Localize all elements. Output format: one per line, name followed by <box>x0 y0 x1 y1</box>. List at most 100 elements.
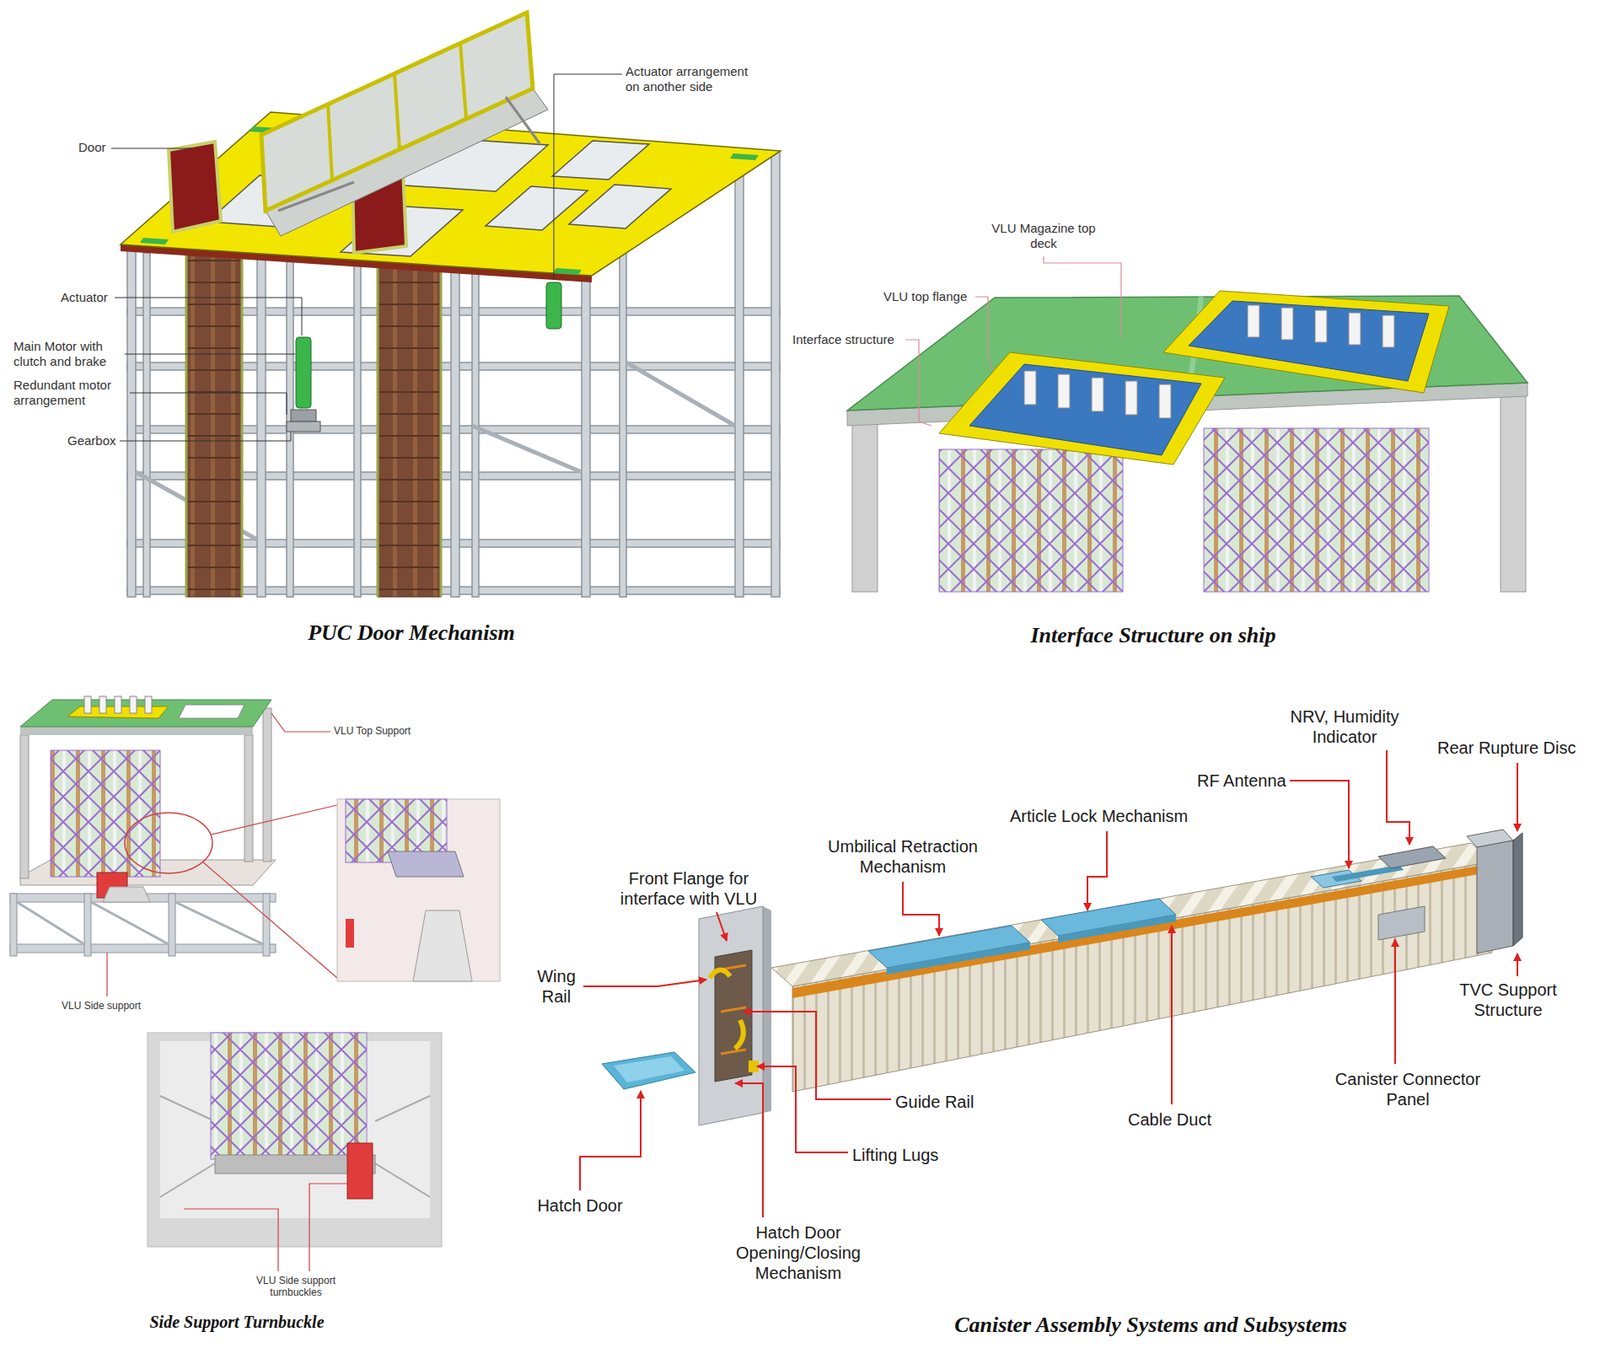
puc-door-mechanism-illustration <box>552 140 650 180</box>
interface-structure-illustration <box>975 296 994 371</box>
puc-door-mechanism-illustration <box>139 237 169 245</box>
puc-door-mechanism-illustration <box>553 74 623 280</box>
interface-structure-illustration <box>1125 381 1138 415</box>
side-support-illustration <box>202 805 338 978</box>
part-label: Door <box>78 139 107 156</box>
canister-assembly-illustration <box>1386 750 1410 845</box>
canister-assembly-illustration <box>716 912 727 941</box>
puc-door-mechanism-illustration <box>127 151 780 597</box>
canister-assembly-illustration <box>1057 914 1176 943</box>
side-support-illustration <box>106 952 108 997</box>
part-label: Main Motor with clutch and brake <box>13 338 122 370</box>
side-support-illustration <box>178 704 245 719</box>
puc-door-mechanism-illustration <box>278 96 540 211</box>
canister-assembly-illustration <box>1476 840 1514 954</box>
puc-door-mechanism-illustration <box>581 278 591 597</box>
side-support-illustration <box>10 893 17 956</box>
puc-door-mechanism-illustration <box>327 42 467 181</box>
puc-door-mechanism-illustration <box>377 261 441 597</box>
label-slot: Lifting Lugs <box>852 1144 939 1166</box>
interface-structure-illustration <box>1315 310 1327 343</box>
part-label: TVC Support Structure <box>1455 979 1562 1021</box>
side-support-illustration <box>84 696 152 714</box>
canister-assembly-illustration <box>743 1011 892 1100</box>
puc-door-mechanism-illustration <box>186 250 441 597</box>
part-label: VLU top flange <box>883 289 967 305</box>
part-label: Gearbox <box>67 433 117 449</box>
side-support-illustration <box>337 799 500 982</box>
canister-assembly-illustration <box>579 750 1523 1218</box>
interface-structure-illustration <box>1281 307 1294 340</box>
interface-structure-illustration <box>1159 384 1171 419</box>
canister-assembly-illustration <box>1087 831 1107 911</box>
part-label: Hatch Door Opening/Closing Mechanism <box>718 1222 879 1284</box>
part-label: Guide Rail <box>895 1091 974 1112</box>
puc-door-mechanism-illustration <box>286 421 321 432</box>
label-slot: PUC Door Mechanism <box>307 619 516 646</box>
part-label: Lifting Lugs <box>852 1144 939 1166</box>
puc-door-mechanism-illustration <box>261 12 533 211</box>
part-label: VLU Side support turnbuckles <box>252 1274 341 1300</box>
label-slot: VLU Side support turnbuckles <box>252 1274 341 1300</box>
part-label: VLU Top Support <box>333 724 411 737</box>
canister-assembly-illustration <box>1513 832 1523 946</box>
part-label: Rear Rupture Disc <box>1437 737 1577 758</box>
side-support-illustration <box>99 696 107 714</box>
part-label: Umbilical Retraction Mechanism <box>818 836 988 877</box>
canister-assembly-illustration <box>613 1056 685 1083</box>
label-slot: Actuator <box>60 289 108 306</box>
puc-door-mechanism-illustration <box>111 74 623 441</box>
label-slot: Interface structure <box>792 332 895 348</box>
label-slot: VLU Top Support <box>333 724 411 737</box>
part-label: Wing Rail <box>531 966 582 1007</box>
canister-assembly-illustration <box>583 979 707 987</box>
label-slot: Canister Assembly Systems and Subsystems <box>954 1311 1348 1338</box>
side-support-illustration <box>84 893 92 956</box>
puc-door-mechanism-illustration <box>127 249 136 597</box>
puc-door-mechanism-illustration <box>295 337 312 409</box>
puc-door-mechanism-illustration <box>111 12 781 597</box>
puc-door-mechanism-illustration <box>354 252 361 597</box>
side-support-illustration <box>20 708 272 879</box>
interface-structure-illustration <box>1091 377 1104 412</box>
puc-door-mechanism-illustration <box>619 252 627 597</box>
panel-caption: Canister Assembly Systems and Subsystems <box>954 1311 1348 1338</box>
label-slot: Guide Rail <box>895 1091 974 1112</box>
part-label: Actuator arrangement on another side <box>625 64 759 95</box>
interface-structure-illustration <box>1188 300 1429 382</box>
label-slot: Door <box>78 139 107 156</box>
part-label: Cable Duct <box>1127 1109 1212 1130</box>
canister-assembly-illustration <box>1378 846 1446 869</box>
side-support-illustration <box>114 696 122 714</box>
puc-door-mechanism-illustration <box>553 268 582 275</box>
puc-door-mechanism-illustration <box>735 163 744 597</box>
interface-structure-illustration <box>1382 315 1395 348</box>
part-label: Actuator <box>60 289 108 306</box>
label-slot: Umbilical Retraction Mechanism <box>818 836 988 877</box>
interface-structure-illustration <box>1247 305 1260 338</box>
part-label: VLU Side support <box>61 999 141 1012</box>
side-support-illustration <box>413 910 473 982</box>
label-slot: Front Flange for interface with VLU <box>612 868 765 909</box>
canister-assembly-illustration <box>1516 953 1519 977</box>
puc-door-mechanism-illustration <box>771 151 780 597</box>
side-support-illustration <box>84 696 92 714</box>
part-label: Article Lock Mechanism <box>1009 805 1188 827</box>
label-slot: Side Support Turnbuckle <box>149 1311 324 1332</box>
panel-caption: PUC Door Mechanism <box>307 619 516 646</box>
interface-structure-illustration <box>1203 428 1429 592</box>
puc-door-mechanism-illustration <box>119 431 291 441</box>
label-slot: TVC Support Structure <box>1455 979 1562 1021</box>
label-slot: Hatch Door <box>536 1195 623 1216</box>
label-slot: Actuator arrangement on another side <box>625 64 759 95</box>
interface-structure-illustration <box>852 417 878 592</box>
label-slot: Main Motor with clutch and brake <box>13 338 122 370</box>
puc-door-mechanism-illustration <box>124 354 296 355</box>
puc-door-mechanism-illustration <box>111 148 193 150</box>
side-support-illustration <box>347 1143 373 1199</box>
interface-structure-illustration <box>1163 290 1450 393</box>
side-support-illustration <box>16 902 264 945</box>
side-support-illustration <box>102 886 151 903</box>
